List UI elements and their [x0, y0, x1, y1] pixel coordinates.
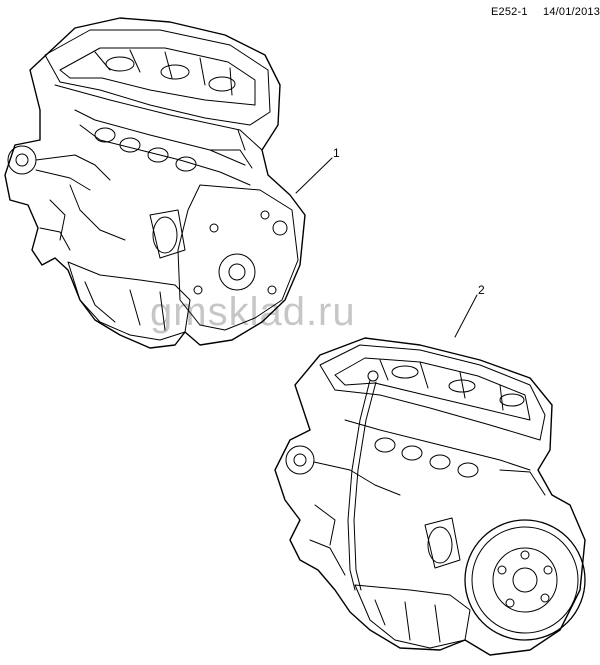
leader-line-2 — [455, 295, 477, 337]
diagram-date: 14/01/2013 — [543, 6, 600, 18]
callout-label: 2 — [478, 283, 485, 297]
engine-2-drawing — [275, 338, 585, 655]
watermark: gmsklad.ru — [150, 290, 356, 334]
diagram-code: E252-1 — [491, 6, 528, 18]
engine-1-drawing — [5, 18, 305, 348]
leader-line-1 — [296, 158, 332, 193]
callout-label: 1 — [333, 146, 340, 160]
